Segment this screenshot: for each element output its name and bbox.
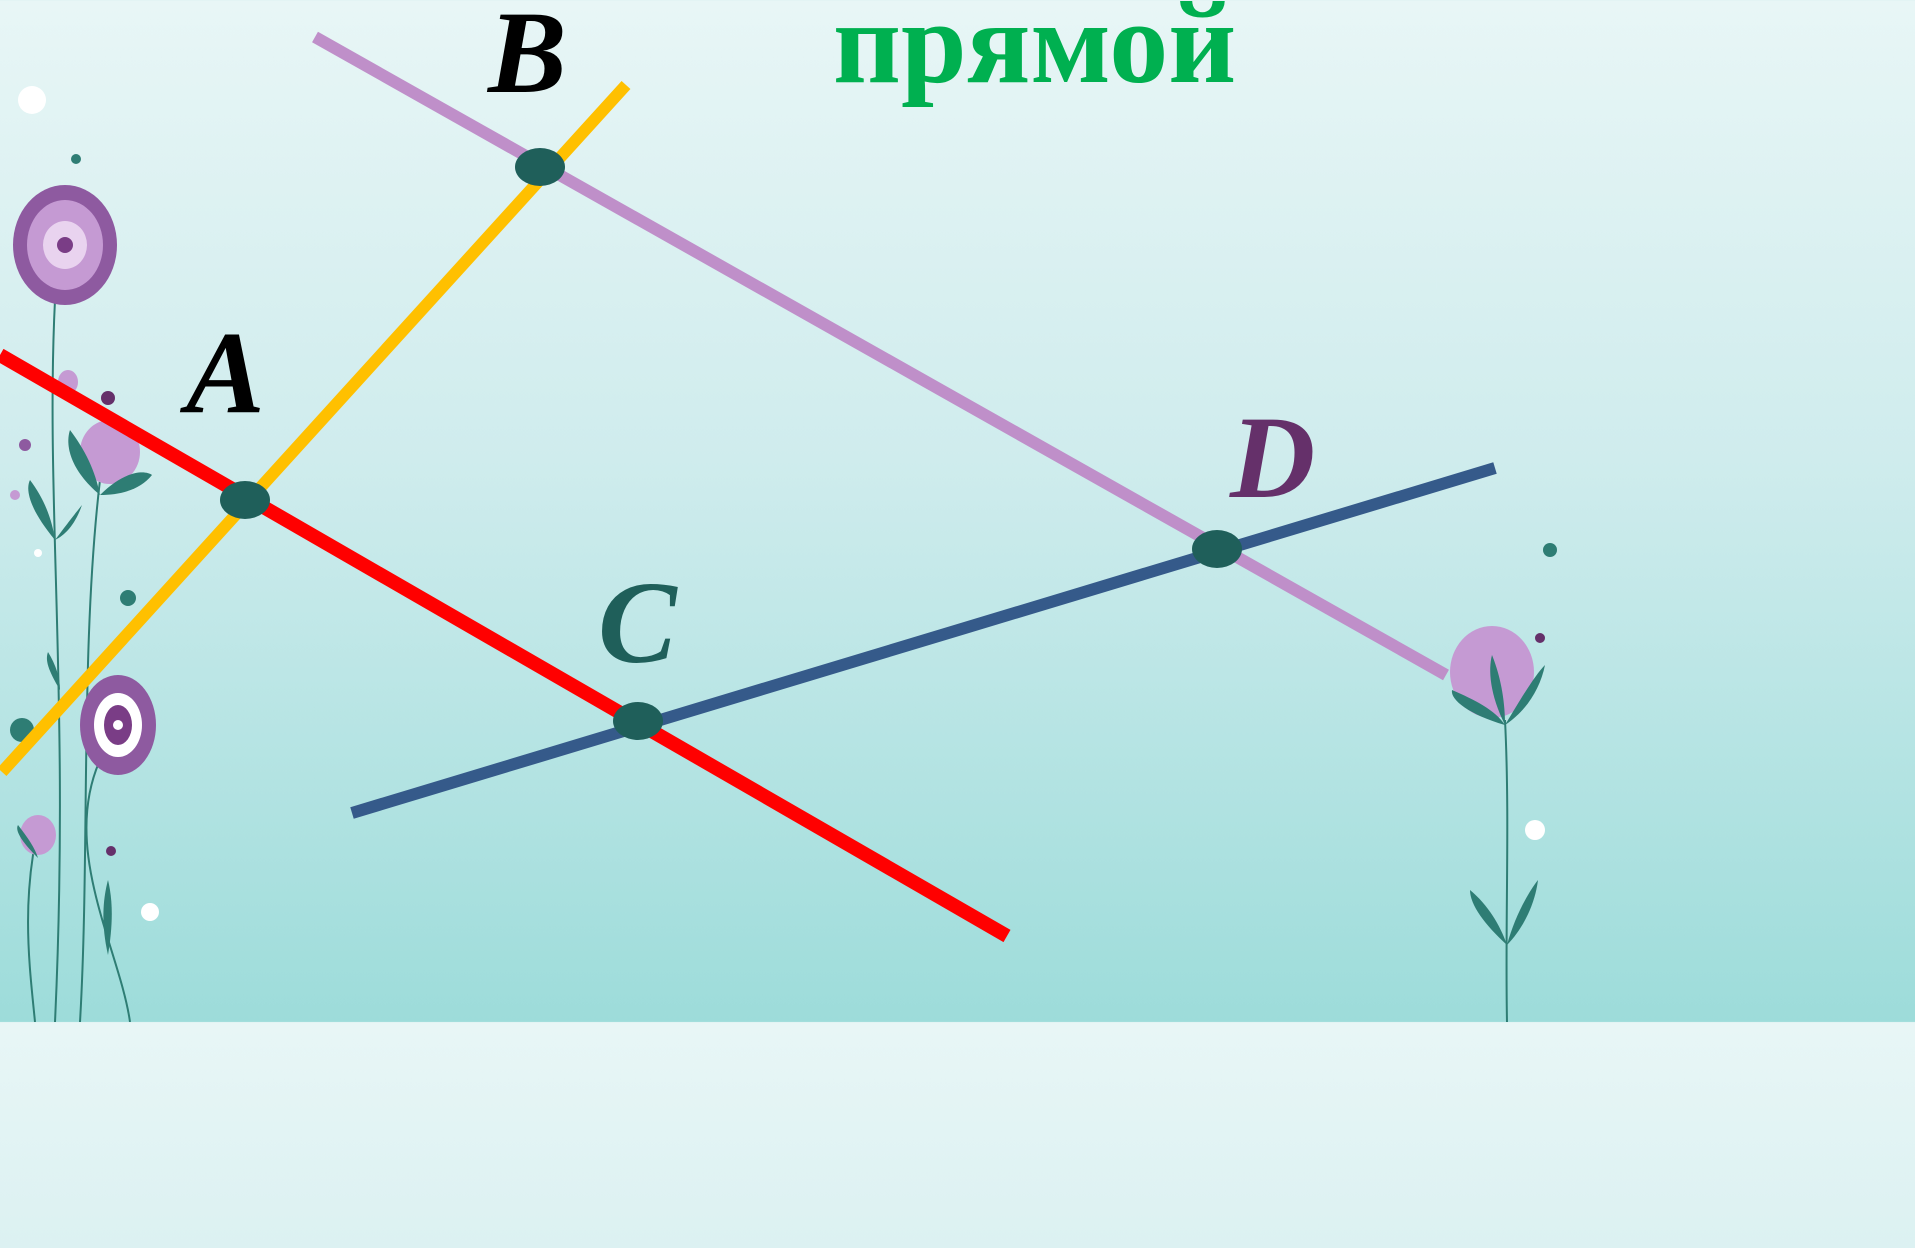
flower-decoration-left [10, 86, 159, 1022]
points-group [220, 148, 1242, 740]
point-c [613, 702, 663, 740]
point-label-b: B [486, 0, 567, 118]
lines-group [0, 31, 1497, 943]
point-b [515, 148, 565, 186]
flower-decoration-right [1450, 543, 1557, 1022]
point-d [1192, 530, 1242, 568]
line-through-c-and-d [350, 462, 1497, 819]
point-label-d: D [1229, 392, 1315, 523]
line-through-a-and-c [0, 348, 1011, 943]
line-through-b-and-d [312, 31, 1449, 681]
point-label-a: A [179, 307, 265, 438]
line-through-a-and-b [0, 80, 631, 777]
diagram-canvas: A B C D прямой [0, 0, 1557, 1022]
slide-title: прямой [833, 0, 1236, 108]
point-label-c: C [598, 557, 678, 688]
point-a [220, 481, 270, 519]
